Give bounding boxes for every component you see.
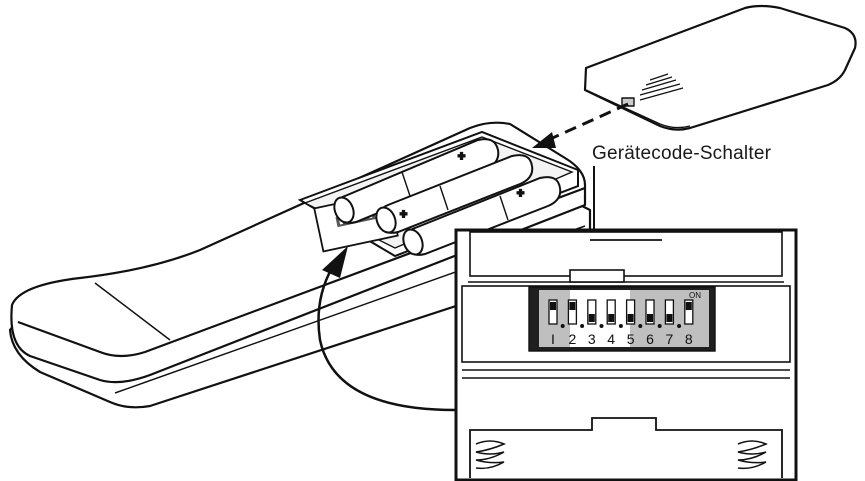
dip-switch-4[interactable]: 4 <box>599 299 616 347</box>
dip-switch-slot <box>606 299 616 325</box>
dip-switch-slot <box>567 299 578 325</box>
dip-on-label: ON <box>689 291 701 300</box>
dip-switch-slot <box>664 299 675 325</box>
battery-3: + <box>402 176 562 256</box>
dip-divider-dot <box>657 324 662 328</box>
dip-switch-7[interactable]: 7 <box>657 299 675 347</box>
dip-switch-number: 3 <box>588 331 596 347</box>
insert-direction-arrow <box>532 102 629 148</box>
dip-switch-slot <box>548 299 558 325</box>
dip-switch-number: 2 <box>569 331 577 347</box>
svg-text:+: + <box>458 149 465 163</box>
dip-switch-number: 5 <box>627 331 635 347</box>
dip-switch-knob <box>608 314 615 322</box>
device-code-switch-label: Gerätecode-Schalter <box>592 143 772 164</box>
dip-switch-1[interactable]: I <box>548 299 558 347</box>
dip-switch-knob <box>569 302 576 310</box>
dip-switch-number: 4 <box>607 331 615 347</box>
batteries: + + + <box>333 138 562 256</box>
dip-switch-8[interactable]: 8 <box>677 299 694 347</box>
dip-switch-2[interactable]: 2 <box>560 299 578 347</box>
dip-switch-number: 6 <box>646 331 654 347</box>
dip-divider-dot <box>618 324 623 328</box>
dip-switch-slot <box>684 299 694 325</box>
dip-switch-3[interactable]: 3 <box>580 299 597 347</box>
dip-switch-knob <box>550 302 556 310</box>
dip-divider-dot <box>599 324 604 328</box>
magnify-arrow <box>317 246 456 412</box>
svg-text:+: + <box>517 186 524 200</box>
dip-switch-knob <box>627 314 634 322</box>
cover-grip-ridges <box>639 73 684 101</box>
dip-divider-dot <box>638 324 643 328</box>
dip-switch-knob <box>666 314 673 322</box>
dip-switch-5[interactable]: 5 <box>618 299 636 347</box>
battery-cover <box>583 4 857 131</box>
dip-switch-knob <box>588 314 595 322</box>
dip-switch-number: I <box>551 331 555 347</box>
dip-divider-dot <box>580 324 585 328</box>
dip-switch-slot <box>625 299 636 325</box>
dip-divider-dot <box>677 324 682 328</box>
svg-text:+: + <box>400 207 407 221</box>
dip-switch-number: 7 <box>666 331 674 347</box>
battery-2: + <box>375 154 534 234</box>
dip-switch-slot <box>645 299 655 325</box>
dip-switch-number: 8 <box>685 331 693 347</box>
dip-switch-6[interactable]: 6 <box>638 299 655 347</box>
dip-switch-knob <box>647 314 653 322</box>
dip-switch-slot <box>587 299 597 325</box>
battery-spring-left <box>475 440 506 470</box>
dip-divider-dot <box>560 324 565 328</box>
dip-switch-knob <box>685 302 692 310</box>
battery-spring-right <box>737 440 768 470</box>
